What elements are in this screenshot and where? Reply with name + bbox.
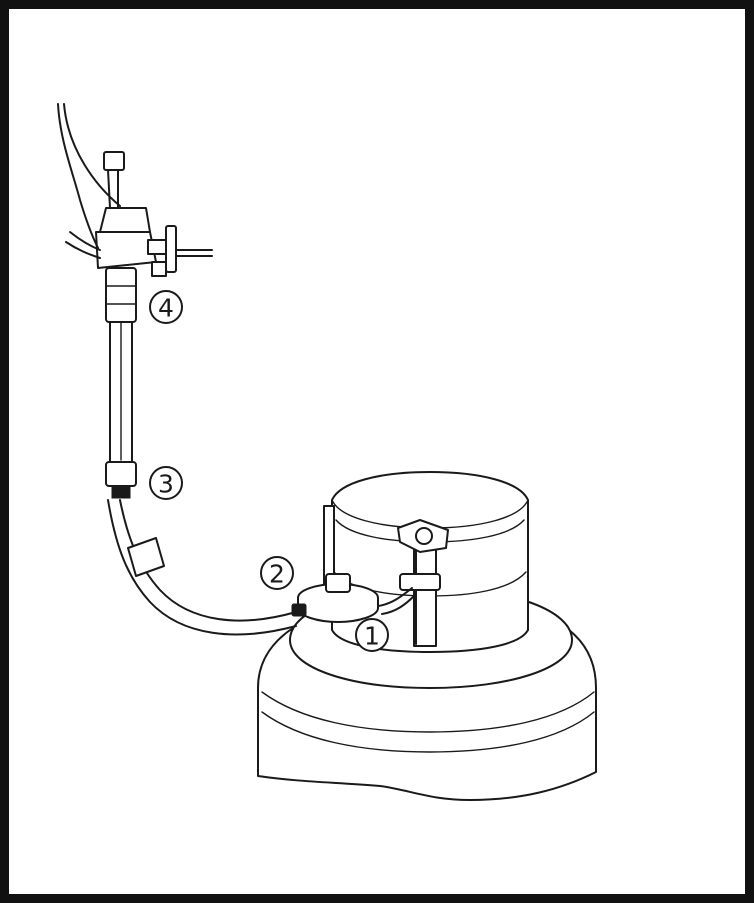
callout-2: 2 [260, 556, 294, 590]
callout-4: 4 [149, 290, 183, 324]
gas-hose [107, 499, 297, 636]
torch-head-valve [57, 103, 213, 277]
pressure-regulator [291, 573, 415, 623]
callout-3-label: 3 [158, 470, 174, 499]
callout-1: 1 [355, 618, 389, 652]
callout-2-label: 2 [269, 560, 285, 589]
torch-wand [105, 267, 137, 499]
callout-1-label: 1 [364, 622, 380, 651]
tank-collar [323, 471, 529, 653]
callout-4-label: 4 [158, 294, 174, 323]
callout-3: 3 [149, 466, 183, 500]
